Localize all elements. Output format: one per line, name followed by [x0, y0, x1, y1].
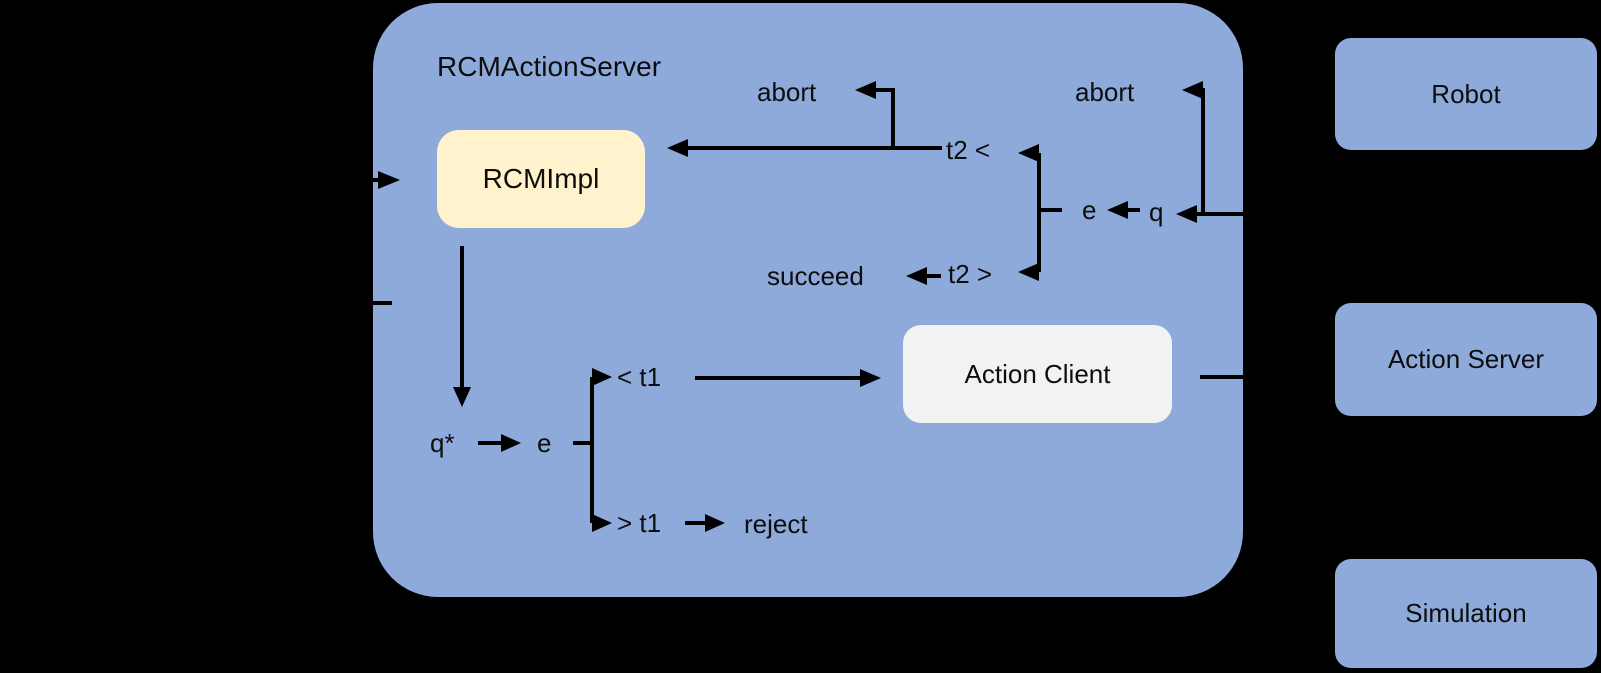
- rcm-impl-label: RCMImpl: [482, 163, 600, 194]
- action-client-box: Action Client: [903, 325, 1172, 423]
- server-title: RCMActionServer: [437, 51, 662, 82]
- label-succeed: succeed: [767, 261, 864, 291]
- label-lt-t1: < t1: [617, 362, 662, 392]
- label-abort-left: abort: [757, 77, 817, 107]
- action-server-box: Action Server: [1335, 303, 1597, 416]
- label-gt-t1: > t1: [617, 508, 662, 538]
- label-reject: reject: [744, 509, 808, 539]
- robot-box: Robot: [1335, 38, 1597, 150]
- label-e-upper: e: [1082, 195, 1097, 225]
- action-server-label: Action Server: [1387, 344, 1545, 374]
- label-abort-right: abort: [1075, 77, 1135, 107]
- simulation-box: Simulation: [1335, 559, 1597, 668]
- label-t2-greater: t2 >: [948, 259, 993, 289]
- simulation-label: Simulation: [1405, 598, 1527, 628]
- label-q-star: q*: [430, 428, 455, 458]
- label-e-lower: e: [537, 428, 552, 458]
- rcm-action-server-box: [373, 3, 1243, 597]
- action-client-label: Action Client: [964, 358, 1111, 389]
- label-q-upper: q: [1149, 197, 1164, 227]
- rcm-impl-box: RCMImpl: [437, 130, 645, 228]
- robot-label: Robot: [1431, 78, 1501, 109]
- label-t2-less: t2 <: [946, 135, 991, 165]
